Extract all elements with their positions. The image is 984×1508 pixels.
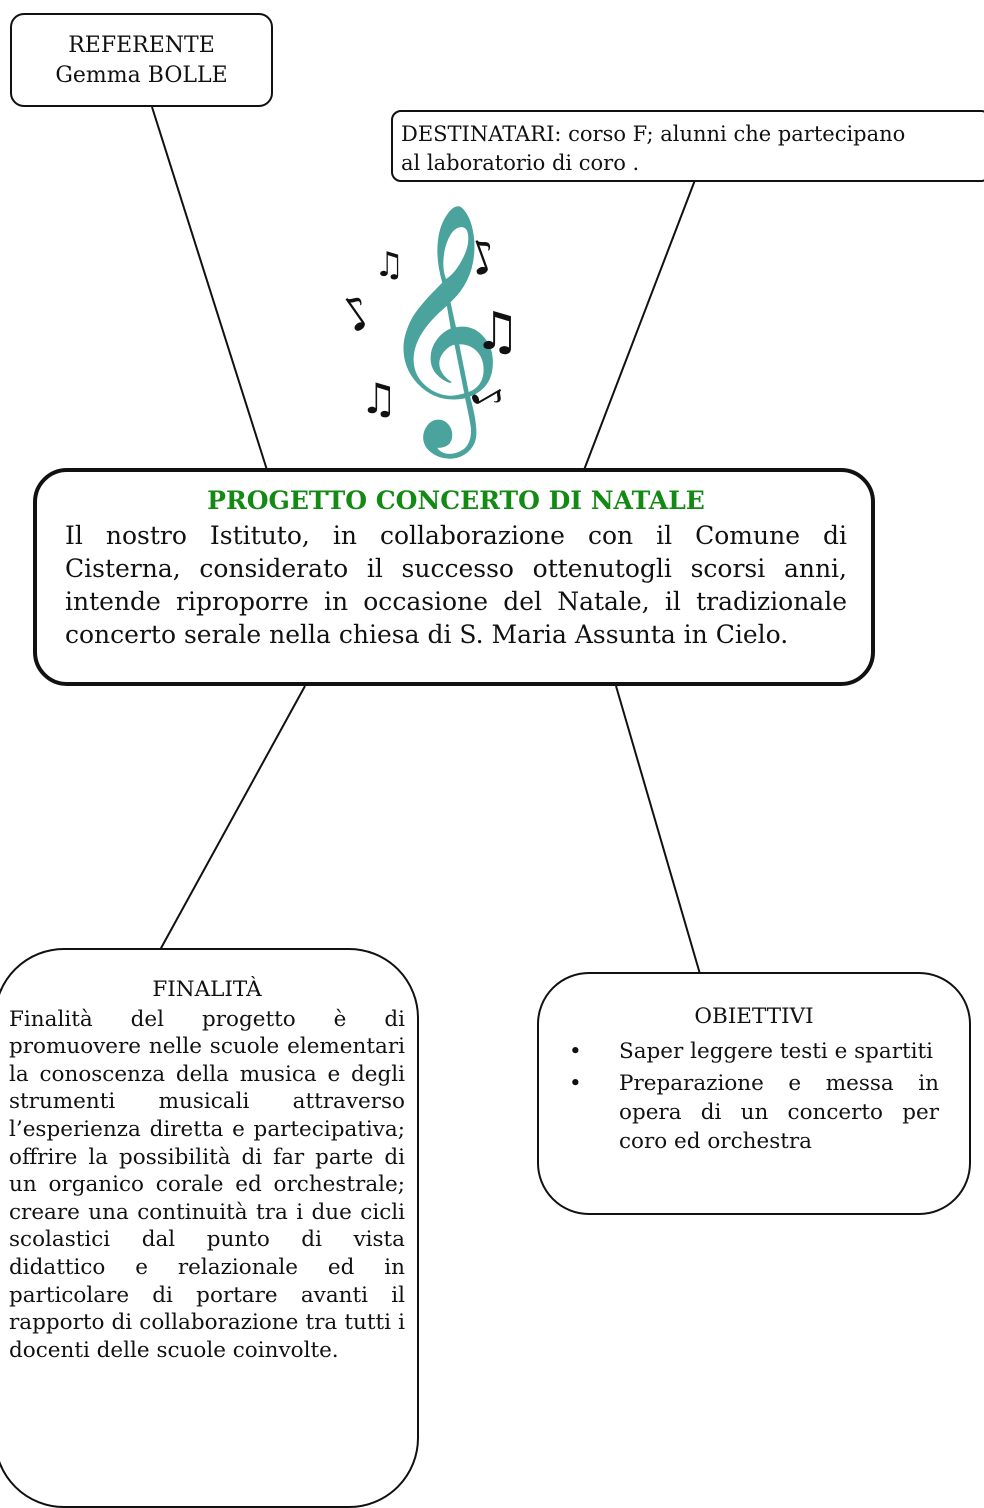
project-title: PROGETTO CONCERTO DI NATALE: [207, 486, 705, 515]
destinatari-box: DESTINATARI: corso F; alunni che parteci…: [391, 110, 984, 182]
music-note-icon: ♫: [374, 245, 405, 285]
destinatari-line-1: DESTINATARI: corso F; alunni che parteci…: [401, 122, 906, 146]
project-description: Il nostro Istituto, in collaborazione co…: [65, 521, 847, 649]
obiettivi-list: • Saper leggere testi e spartiti • Prepa…: [569, 1037, 939, 1156]
referente-title: REFERENTE: [68, 33, 215, 58]
music-note-icon: ♪: [329, 282, 385, 344]
project-center-box: PROGETTO CONCERTO DI NATALE Il nostro Is…: [33, 468, 875, 686]
treble-clef-icon: 𝄞: [378, 200, 504, 447]
music-clef-illustration: 𝄞 ♫ ♪ ♪ ♫ ♫ ♪: [329, 218, 532, 446]
referente-box: REFERENTE Gemma BOLLE: [10, 13, 273, 107]
music-note-icon: ♫: [474, 302, 521, 362]
connector-destinatari: [583, 179, 696, 471]
obiettivo-text: Saper leggere testi e spartiti: [619, 1039, 934, 1064]
destinatari-line-2: al laboratorio di coro .: [401, 151, 640, 175]
bullet-icon: •: [569, 1071, 582, 1096]
obiettivi-box: OBIETTIVI • Saper leggere testi e sparti…: [537, 972, 971, 1215]
connector-referente: [151, 106, 268, 471]
finalita-box: FINALITÀ Finalità del progetto è di prom…: [0, 948, 419, 1508]
bullet-icon: •: [569, 1039, 582, 1064]
referente-name: Gemma BOLLE: [55, 63, 228, 88]
finalita-text: Finalità del progetto è di promuovere ne…: [9, 1006, 405, 1363]
obiettivi-title: OBIETTIVI: [694, 1004, 814, 1029]
connector-obiettivi: [615, 685, 701, 975]
list-item: • Saper leggere testi e spartiti: [569, 1037, 939, 1066]
list-item: • Preparazione e messa in opera di un co…: [569, 1069, 939, 1156]
finalita-title: FINALITÀ: [152, 977, 262, 1002]
connector-finalita: [159, 685, 306, 951]
music-note-icon: ♫: [360, 374, 398, 423]
obiettivo-text: Preparazione e messa in opera di un conc…: [619, 1071, 939, 1154]
